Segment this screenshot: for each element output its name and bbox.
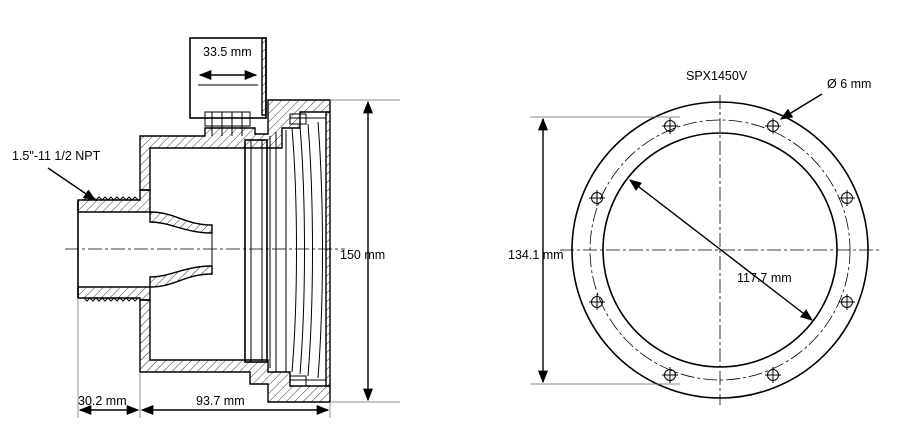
bolt-hole [765, 367, 781, 383]
front-height-label: 134.1 mm [508, 248, 564, 262]
body-length-label: 93.7 mm [196, 394, 245, 408]
inner-diameter-dimension-line [629, 179, 813, 321]
inlet-length-label: 30.2 mm [78, 394, 127, 408]
model-label: SPX1450V [686, 69, 748, 83]
bolt-hole [589, 190, 605, 206]
bolt-holes [589, 118, 855, 383]
height-label: 150 mm [340, 248, 385, 262]
bolt-hole [662, 118, 678, 134]
top-width-label: 33.5 mm [203, 45, 252, 59]
body-section [77, 99, 331, 403]
bolt-hole [839, 190, 855, 206]
bolt-hole [662, 367, 678, 383]
hole-diameter-leader-arrow [779, 93, 823, 120]
bolt-hole [589, 294, 605, 310]
thread-leader-arrow [47, 167, 97, 201]
side-view: 33.5 mm 150 mm 1.5"-11 1/2 NPT 30.2 mm 9… [12, 37, 400, 418]
hole-diameter-label: Ø 6 mm [827, 77, 871, 91]
bolt-hole [839, 294, 855, 310]
top-housing [189, 37, 267, 136]
inner-diameter-label: 117.7 mm [737, 271, 792, 285]
thread-label: 1.5"-11 1/2 NPT [12, 149, 101, 163]
front-view: 134.1 mm 117.7 mm SPX1450V Ø 6 mm [508, 69, 880, 405]
bolt-hole [765, 118, 781, 134]
